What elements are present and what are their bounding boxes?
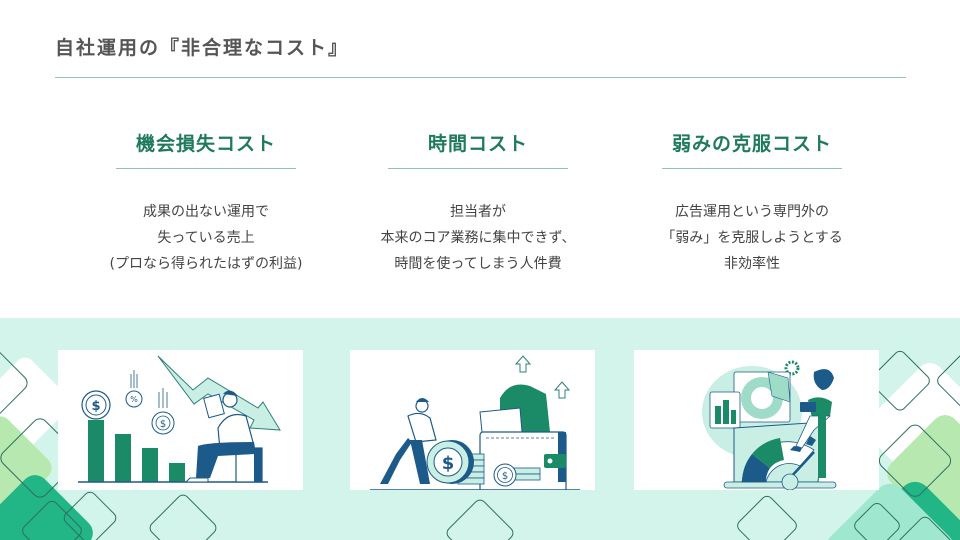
column-title: 弱みの克服コスト [671,133,832,155]
dollar-coin-icon: $ [493,463,517,487]
description-line: 失っている売上 [157,230,255,246]
svg-text:$: $ [442,453,455,474]
illustration-band: $ % $ [0,318,960,540]
column-description: 広告運用という専門外の 「弱み」を克服しようとする 非効率性 [632,199,872,277]
cost-column-time: 時間コスト 担当者が 本来のコア業務に集中できず、 時間を使ってしまう人件費 [358,128,598,277]
title-divider [55,77,906,78]
description-line: 成果の出ない運用で [143,204,269,220]
column-description: 担当者が 本来のコア業務に集中できず、 時間を使ってしまう人件費 [358,199,598,277]
description-line: 時間を使ってしまう人件費 [394,256,562,272]
description-line: (プロなら得られたはずの利益) [109,256,303,272]
svg-text:$: $ [502,471,508,482]
column-divider [662,168,842,169]
cost-column-opportunity: 機会損失コスト 成果の出ない運用で 失っている売上 (プロなら得られたはずの利益… [86,128,326,277]
description-line: 本来のコア業務に集中できず、 [380,230,576,246]
column-divider [116,168,296,169]
falling-revenue-illustration: $ % $ [58,350,303,490]
cost-column-weakness: 弱みの克服コスト 広告運用という専門外の 「弱み」を克服しようとする 非効率性 [632,128,872,277]
svg-text:%: % [130,395,138,404]
svg-text:$: $ [160,419,166,430]
page-title: 自社運用の『非合理なコスト』 [55,37,350,59]
dollar-coin-icon: $ [151,388,175,435]
svg-text:$: $ [91,399,100,414]
column-divider [388,168,568,169]
description-line: 広告運用という専門外の [675,204,829,220]
percent-coin-icon: % [125,370,143,408]
rolling-coin-wallet-illustration: $ $ [350,350,595,490]
column-description: 成果の出ない運用で 失っている売上 (プロなら得られたはずの利益) [86,199,326,277]
gear-icon [784,360,800,376]
dashboard-analytics-illustration [634,350,879,490]
dollar-coin-icon: $ [426,440,474,484]
description-line: 担当者が [450,204,506,220]
column-title: 機会損失コスト [135,133,276,155]
dollar-coin-icon: $ [81,390,111,420]
description-line: 非効率性 [724,256,780,272]
column-title: 時間コスト [427,133,528,155]
description-line: 「弱み」を克服しようとする [661,230,843,246]
decorative-diamonds [0,350,960,540]
